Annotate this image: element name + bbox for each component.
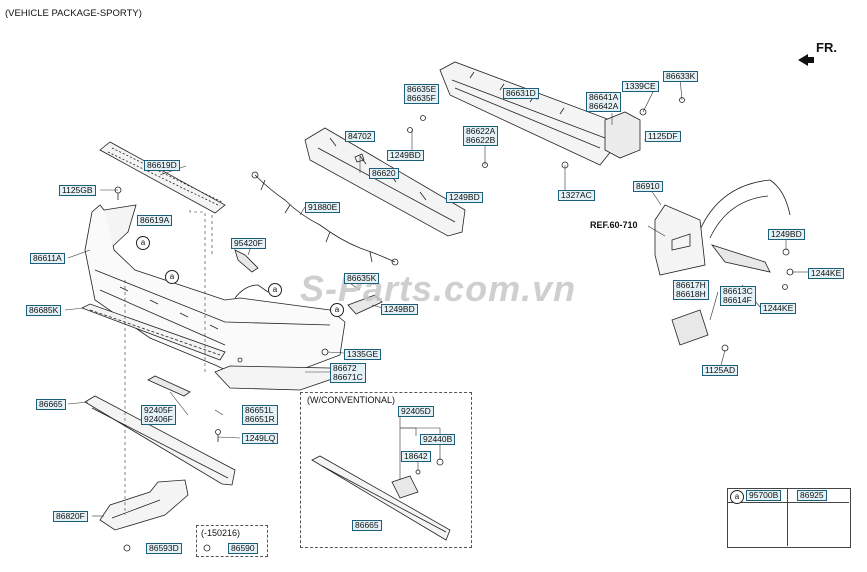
- part-label-1249LQ[interactable]: 1249LQ: [242, 433, 279, 444]
- legend-divider: [787, 488, 788, 546]
- lower-beam: [84, 395, 236, 486]
- fasteners: [114, 97, 794, 552]
- legend-box: [727, 488, 851, 548]
- part-label-86665[interactable]: 86665: [36, 399, 66, 410]
- part-label-1249BD-right[interactable]: 1249BD: [768, 229, 805, 240]
- marker-a-4: a: [330, 303, 344, 317]
- conventional-group-title: (W/CONVENTIONAL): [307, 395, 396, 405]
- part-label-86910[interactable]: 86910: [633, 181, 663, 192]
- part-label-86622A: 86622A: [466, 126, 496, 136]
- part-label-86613C: 86613C: [723, 286, 753, 296]
- part-label-84702[interactable]: 84702: [345, 131, 375, 142]
- part-label-86613C-86614F[interactable]: 86613C 86614F: [720, 286, 756, 306]
- part-label-86611A[interactable]: 86611A: [30, 253, 65, 264]
- part-label-91880E[interactable]: 91880E: [305, 202, 341, 213]
- part-label-1244KE-a[interactable]: 1244KE: [808, 268, 845, 279]
- part-label-86631D[interactable]: 86631D: [503, 88, 539, 99]
- part-label-1125GB[interactable]: 1125GB: [59, 185, 96, 196]
- legend-part-86925[interactable]: 86925: [797, 490, 827, 501]
- part-label-1244KE-b[interactable]: 1244KE: [760, 303, 797, 314]
- part-label-86665-conventional[interactable]: 86665: [352, 520, 382, 531]
- part-label-86617H-86618H[interactable]: 86617H 86618H: [673, 280, 709, 300]
- part-label-86619D[interactable]: 86619D: [144, 160, 180, 171]
- beam-bracket: [604, 111, 641, 159]
- part-label-86685K[interactable]: 86685K: [26, 305, 62, 316]
- part-label-1249BD-top[interactable]: 1249BD: [387, 150, 424, 161]
- part-label-86620[interactable]: 86620: [369, 168, 399, 179]
- center-bracket: [347, 294, 383, 315]
- side-bracket: [710, 244, 771, 273]
- part-label-86642A: 86642A: [589, 101, 619, 111]
- part-label-86635E: 86635E: [407, 84, 437, 94]
- parking-sensor: [234, 249, 259, 273]
- legend-header-divider: [727, 502, 849, 503]
- skid-plate: [214, 365, 336, 391]
- lower-side-bracket: [671, 309, 709, 346]
- part-label-86593D[interactable]: 86593D: [146, 543, 182, 554]
- reflector-lamp: [147, 375, 191, 397]
- under-cover: [99, 479, 189, 531]
- marker-a-3: a: [268, 283, 282, 297]
- part-label-92405F-92406F[interactable]: 92405F 92406F: [141, 405, 176, 425]
- part-label-1125DF[interactable]: 1125DF: [645, 131, 681, 142]
- part-label-86641A: 86641A: [589, 92, 619, 102]
- part-label-1327AC[interactable]: 1327AC: [558, 190, 595, 201]
- front-direction-label: FR.: [816, 40, 837, 55]
- date-limit-group-title: (-150216): [201, 528, 241, 538]
- part-label-86672-86671C[interactable]: 86672 86671C: [330, 363, 366, 383]
- conventional-group-box: [300, 392, 472, 548]
- part-label-86617H: 86617H: [676, 280, 706, 290]
- part-label-86820F[interactable]: 86820F: [53, 511, 88, 522]
- part-label-92440B[interactable]: 92440B: [420, 434, 456, 445]
- marker-a-2: a: [165, 270, 179, 284]
- wiring-harness: [251, 171, 399, 266]
- part-label-86622B: 86622B: [466, 135, 496, 145]
- energy-absorber: [304, 127, 466, 237]
- conventional-lower-beam: [311, 455, 451, 541]
- diagram-title: (VEHICLE PACKAGE-SPORTY): [5, 8, 142, 19]
- part-label-1249BD-center[interactable]: 1249BD: [381, 304, 418, 315]
- part-label-86651L: 86651L: [245, 405, 274, 415]
- legend-part-95700B[interactable]: 95700B: [746, 490, 782, 501]
- part-label-92406F: 92406F: [144, 414, 173, 424]
- part-label-92405F: 92405F: [144, 405, 173, 415]
- marker-a-1: a: [136, 236, 150, 250]
- part-label-86671C: 86671C: [333, 372, 363, 382]
- part-label-86672: 86672: [333, 363, 357, 373]
- part-label-92405D[interactable]: 92405D: [398, 406, 434, 417]
- part-label-1249BD-mid[interactable]: 1249BD: [446, 192, 483, 203]
- part-label-1339CE[interactable]: 1339CE: [622, 81, 659, 92]
- part-label-86590[interactable]: 86590: [228, 543, 258, 554]
- part-label-86633K[interactable]: 86633K: [663, 71, 699, 82]
- part-label-86619A[interactable]: 86619A: [137, 215, 173, 226]
- part-label-86614F: 86614F: [723, 295, 752, 305]
- part-label-1335GE[interactable]: 1335GE: [344, 349, 382, 360]
- rear-bumper-beam: [439, 61, 613, 166]
- lower-diffuser: [81, 303, 226, 361]
- front-direction-arrow: [798, 54, 814, 66]
- part-label-86635K[interactable]: 86635K: [344, 273, 380, 284]
- reference-label[interactable]: REF.60-710: [590, 220, 638, 230]
- part-label-18642[interactable]: 18642: [401, 451, 431, 462]
- date-limit-group-box: [196, 525, 268, 557]
- part-label-86622A-86622B[interactable]: 86622A 86622B: [463, 126, 499, 146]
- bumper-step-pad: [99, 141, 226, 214]
- fender-liner: [654, 179, 791, 276]
- part-label-86651L-86651R[interactable]: 86651L 86651R: [242, 405, 278, 425]
- part-label-86635F: 86635F: [407, 93, 436, 103]
- part-label-86635E-86635F[interactable]: 86635E 86635F: [404, 84, 440, 104]
- part-label-86651R: 86651R: [245, 414, 275, 424]
- part-label-1125AD[interactable]: 1125AD: [702, 365, 739, 376]
- part-label-95420F[interactable]: 95420F: [231, 238, 266, 249]
- part-label-86618H: 86618H: [676, 289, 706, 299]
- part-label-86641A-86642A[interactable]: 86641A 86642A: [586, 92, 622, 112]
- marker-a-legend: a: [730, 490, 744, 504]
